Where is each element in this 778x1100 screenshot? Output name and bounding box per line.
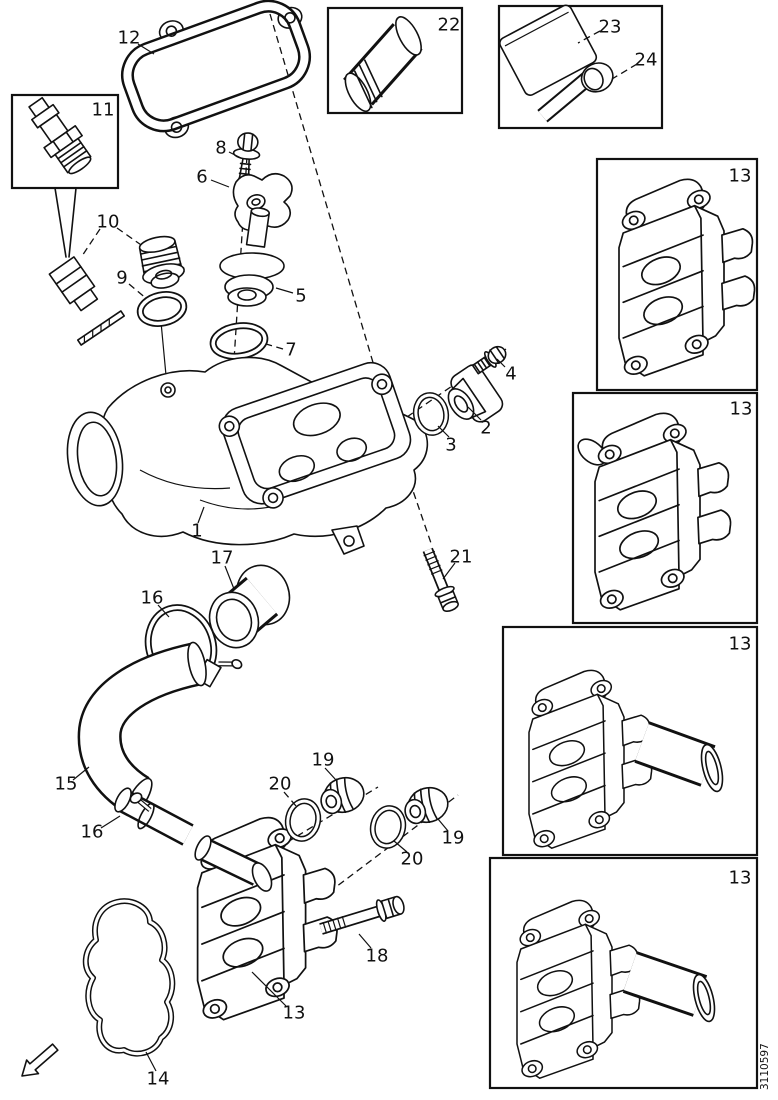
gasket-12 — [121, 0, 311, 139]
o-ring-20-left — [284, 798, 322, 842]
coolant-hose-15 — [77, 641, 207, 817]
bolt-21 — [422, 547, 459, 612]
bolt-4 — [471, 345, 507, 375]
bypass-pipe-22 — [343, 16, 423, 113]
callout-13-box4: 13 — [729, 868, 752, 889]
callout-17: 17 — [211, 548, 234, 569]
callout-19-left: 19 — [312, 750, 335, 771]
callout-20-left: 20 — [269, 774, 292, 795]
plug-19-left — [315, 772, 369, 819]
plug-19-right — [399, 782, 453, 829]
plug-2 — [447, 364, 504, 423]
label-plate-23 — [499, 4, 598, 96]
bracket-6 — [232, 172, 293, 232]
callout-24: 24 — [635, 50, 658, 71]
callout-8: 8 — [215, 138, 226, 159]
connector-stub-17 — [208, 564, 291, 649]
callout-11: 11 — [92, 100, 115, 121]
callout-13-box2: 13 — [730, 399, 753, 420]
bolt-18 — [319, 895, 405, 935]
threaded-bushing-10 — [138, 235, 185, 289]
gasket-14 — [82, 898, 176, 1057]
callout-box-23-24 — [497, 4, 664, 130]
callout-box-11 — [10, 93, 120, 258]
direction-arrow-icon — [21, 1043, 59, 1077]
callout-12: 12 — [118, 28, 141, 49]
leader-lines — [72, 43, 506, 1072]
water-pipe-16 — [114, 787, 194, 846]
callout-13-box3: 13 — [729, 634, 752, 655]
callout-1: 1 — [191, 521, 202, 542]
callout-2: 2 — [480, 418, 491, 439]
callout-16-pipe: 16 — [81, 822, 104, 843]
temperature-sensor-11 — [28, 96, 92, 175]
callout-19-right: 19 — [442, 828, 465, 849]
callout-6: 6 — [196, 167, 207, 188]
callout-10: 10 — [97, 212, 120, 233]
callout-13-box1: 13 — [729, 166, 752, 187]
cap-24 — [537, 62, 614, 123]
callout-3: 3 — [445, 435, 456, 456]
water-outlet-housing-1 — [66, 356, 429, 555]
o-ring-3 — [412, 392, 450, 436]
callout-13-main: 13 — [283, 1003, 306, 1024]
connector-clip — [48, 256, 99, 312]
callout-23: 23 — [599, 17, 622, 38]
callout-22: 22 — [438, 15, 461, 36]
variant-box-13-4 — [488, 856, 759, 1090]
callout-labels: 12 11 22 23 24 13 13 13 13 8 6 10 9 5 7 … — [55, 15, 753, 1090]
callout-box-22 — [326, 6, 464, 115]
o-ring-20-right — [369, 805, 407, 849]
o-ring-7 — [209, 322, 269, 360]
callout-9: 9 — [116, 268, 127, 289]
callout-15: 15 — [55, 774, 78, 795]
thermostat-5 — [219, 207, 285, 307]
pin-rod — [76, 310, 126, 346]
variant-box-13-3 — [501, 625, 759, 857]
callout-16: 16 — [141, 588, 164, 609]
callout-5: 5 — [295, 286, 306, 307]
callout-21: 21 — [450, 547, 473, 568]
figure-code: 3110597 — [759, 1043, 771, 1090]
variant-box-13-2 — [571, 391, 759, 625]
bolt-8 — [232, 132, 261, 189]
callout-14: 14 — [147, 1069, 170, 1090]
callout-4: 4 — [505, 364, 516, 385]
variant-box-13-1 — [595, 157, 759, 392]
callout-20-right: 20 — [401, 849, 424, 870]
o-ring-9 — [136, 291, 188, 327]
callout-18: 18 — [366, 946, 389, 967]
pipe-segment — [194, 835, 273, 892]
callout-7: 7 — [285, 340, 296, 361]
